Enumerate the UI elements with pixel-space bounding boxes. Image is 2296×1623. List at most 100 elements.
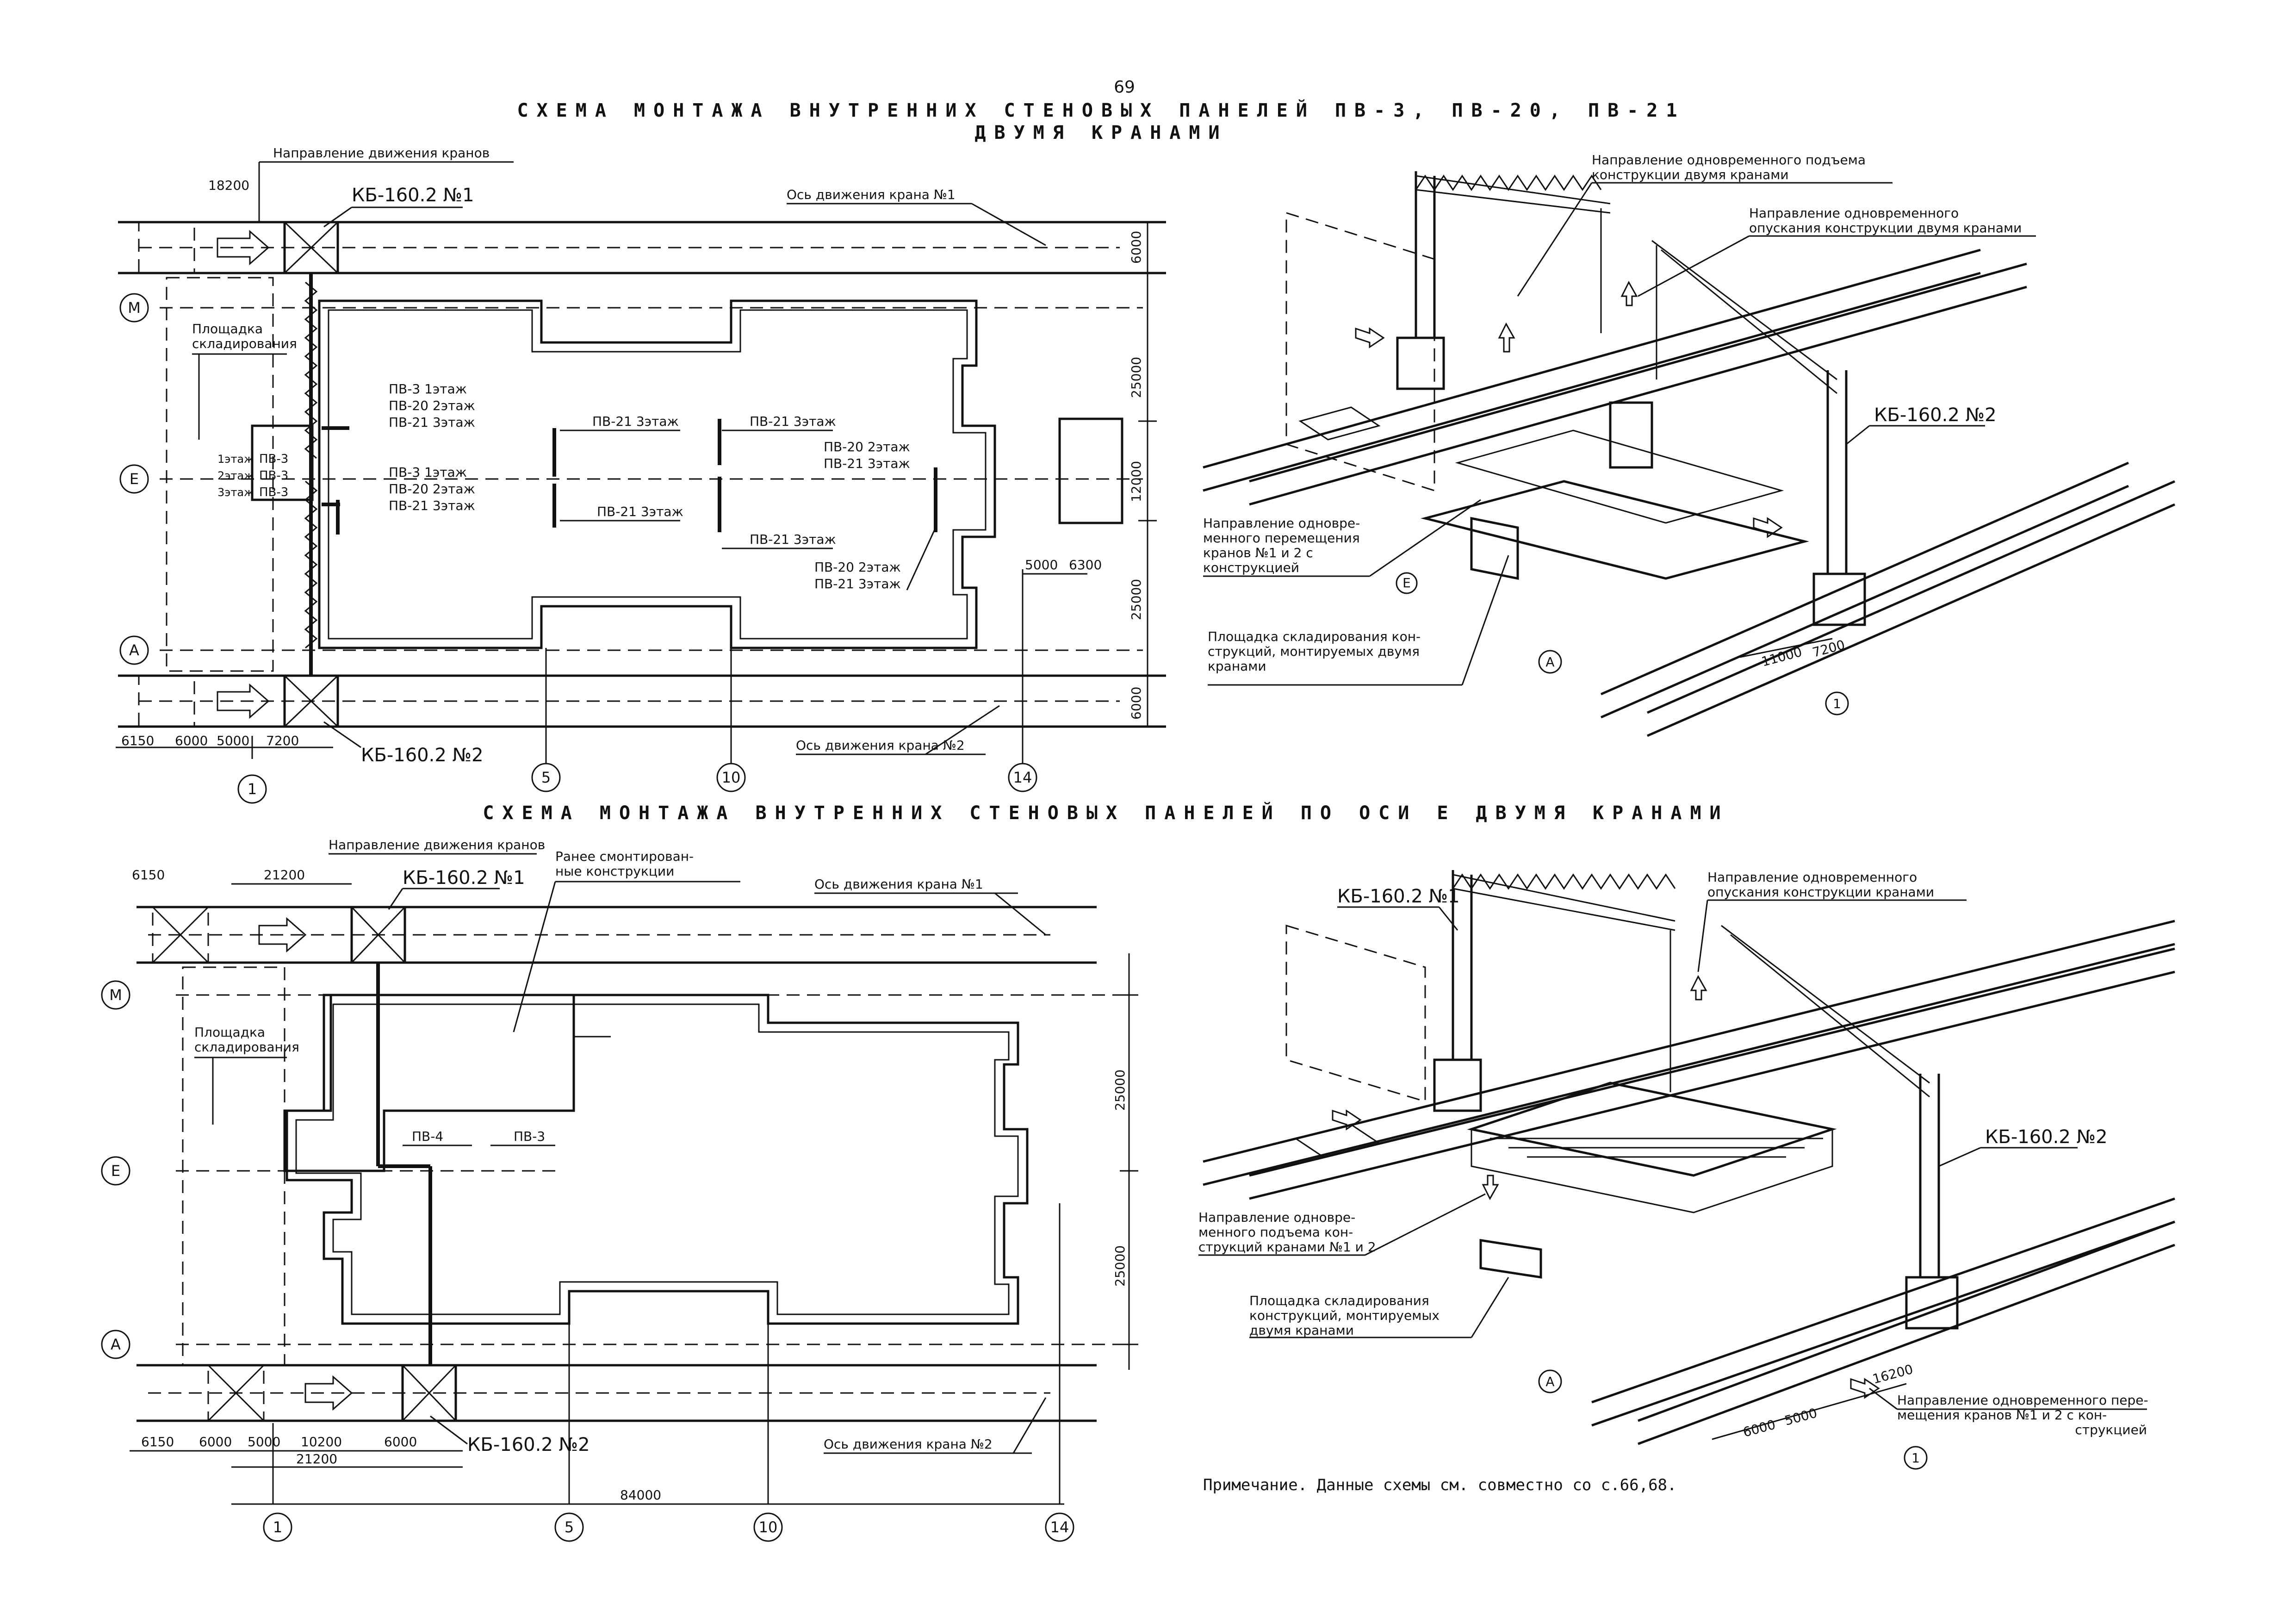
svg-text:М: М <box>109 986 122 1004</box>
bottom-axis-14: 14 <box>1045 1512 1074 1542</box>
bottom-axis-m: М <box>101 980 130 1010</box>
top-iso-storage: Площадка складирования кон-струкций, мон… <box>1208 629 1421 674</box>
bottom-crane2-label: КБ-160.2 №2 <box>467 1434 590 1455</box>
top-pv21-d: ПВ-21 3этаж <box>750 532 836 547</box>
top-plan <box>116 221 1166 764</box>
svg-text:М: М <box>128 299 141 317</box>
svg-text:1: 1 <box>248 780 257 798</box>
svg-text:А: А <box>129 641 139 659</box>
bottom-dim-bottom-1: 6150 <box>141 1434 174 1449</box>
top-iso-axis-e: Е <box>1396 572 1418 594</box>
bottom-iso-axis-1: 1 <box>1904 1446 1928 1470</box>
bottom-dim-84000: 84000 <box>620 1487 661 1503</box>
top-dim-misc-2: 6300 <box>1069 557 1102 572</box>
top-pv21-a: ПВ-21 3этаж <box>592 414 679 429</box>
bottom-iso-lift: Направление одновре-менного подъема кон-… <box>1198 1210 1376 1255</box>
svg-text:10: 10 <box>722 769 741 786</box>
top-iso-dim-1: 11000 <box>1760 644 1804 670</box>
bottom-iso-axis-a: А <box>1538 1369 1562 1393</box>
bottom-pv3: ПВ-3 <box>514 1129 545 1144</box>
svg-text:Е: Е <box>1402 575 1411 591</box>
bottom-iso-crane1: КБ-160.2 №1 <box>1337 886 1460 907</box>
bottom-dim-6150: 6150 <box>132 867 165 883</box>
top-crane-direction: Направление движения кранов <box>273 145 490 161</box>
svg-text:Е: Е <box>111 1162 120 1180</box>
bottom-dim-bottom-2: 6000 <box>199 1434 232 1449</box>
bottom-pv4: ПВ-4 <box>412 1129 443 1144</box>
bottom-dim-right-2: 25000 <box>1112 1245 1128 1287</box>
top-isometric: 11000 7200 А 1 Е <box>1203 171 2176 737</box>
bottom-axis-e: Е <box>101 1156 130 1186</box>
top-crane1-label: КБ-160.2 №1 <box>352 185 474 206</box>
bottom-isometric: 6000 5000 16200 А 1 <box>1203 870 2175 1470</box>
bottom-dim-bottom-5: 6000 <box>384 1434 417 1449</box>
top-axis-1: 1 <box>237 774 267 804</box>
top-iso-axis-1: 1 <box>1825 691 1849 715</box>
hatched-block-top <box>1058 417 1123 524</box>
top-axis-e: Е <box>119 464 149 494</box>
svg-text:А: А <box>1545 654 1554 670</box>
top-iso-crane1-base <box>1396 336 1445 390</box>
top-axis-14: 14 <box>1008 763 1037 792</box>
top-crane2-label: КБ-160.2 №2 <box>361 745 484 766</box>
svg-text:1: 1 <box>1833 696 1841 711</box>
top-dim-right-3: 12000 <box>1129 461 1144 502</box>
bottom-axis-crane1: Ось движения крана №1 <box>814 877 983 892</box>
svg-text:14: 14 <box>1013 769 1032 786</box>
svg-text:5: 5 <box>541 769 551 786</box>
bottom-dim-21200: 21200 <box>264 867 305 883</box>
bottom-iso-crane1-base <box>1433 1058 1482 1112</box>
bottom-dim-bottom-3: 5000 <box>248 1434 280 1449</box>
top-axis-5: 5 <box>531 763 561 792</box>
bottom-note: Примечание. Данные схемы см. совместно с… <box>1203 1476 1677 1494</box>
top-axis-m: М <box>119 293 149 323</box>
page-number: 69 <box>1114 78 1135 97</box>
top-axis-crane2: Ось движения крана №2 <box>796 738 965 753</box>
bottom-dim-bottom-4: 10200 <box>301 1434 342 1449</box>
top-iso-crane2: КБ-160.2 №2 <box>1874 404 1997 426</box>
bottom-iso-crane2: КБ-160.2 №2 <box>1985 1126 2108 1148</box>
svg-text:А: А <box>1545 1374 1554 1389</box>
bottom-dim-right-1: 25000 <box>1112 1070 1128 1111</box>
top-dim-right-1: 6000 <box>1129 231 1144 264</box>
top-dim-bottom-3: 5000 <box>217 733 249 748</box>
earlier-constructed-hatch <box>283 994 575 1172</box>
top-title-line1: СХЕМА МОНТАЖА ВНУТРЕННИХ СТЕНОВЫХ ПАНЕЛЕ… <box>517 99 1686 121</box>
top-pv21-c: ПВ-21 3этаж <box>750 414 836 429</box>
bottom-dim-21200-b: 21200 <box>296 1451 337 1467</box>
bottom-title: СХЕМА МОНТАЖА ВНУТРЕННИХ СТЕНОВЫХ ПАНЕЛЕ… <box>483 802 1729 824</box>
top-pv21-b: ПВ-21 3этаж <box>597 504 683 519</box>
top-dim-18200: 18200 <box>208 178 249 193</box>
bottom-iso-dim-3: 16200 <box>1871 1362 1915 1387</box>
bottom-earlier: Ранее смонтирован-ные конструкции <box>555 849 694 879</box>
svg-text:1: 1 <box>273 1518 282 1536</box>
svg-text:Е: Е <box>130 470 139 488</box>
top-dim-right-2: 25000 <box>1129 357 1144 398</box>
top-iso-axis-a: А <box>1538 650 1562 674</box>
bottom-axis-1: 1 <box>263 1512 292 1542</box>
bottom-axis-crane2: Ось движения крана №2 <box>824 1436 993 1452</box>
svg-text:А: А <box>111 1336 121 1353</box>
top-dim-bottom-1: 6150 <box>121 733 154 748</box>
top-iso-crane2-base <box>1812 572 1866 626</box>
bottom-plan <box>130 906 1138 1505</box>
top-axis-crane1: Ось движения крана №1 <box>787 187 956 202</box>
top-dim-right-5: 6000 <box>1129 687 1144 720</box>
bottom-iso-dim-2: 5000 <box>1783 1405 1818 1428</box>
top-dim-right-4: 25000 <box>1129 579 1144 620</box>
svg-text:5: 5 <box>565 1518 574 1536</box>
